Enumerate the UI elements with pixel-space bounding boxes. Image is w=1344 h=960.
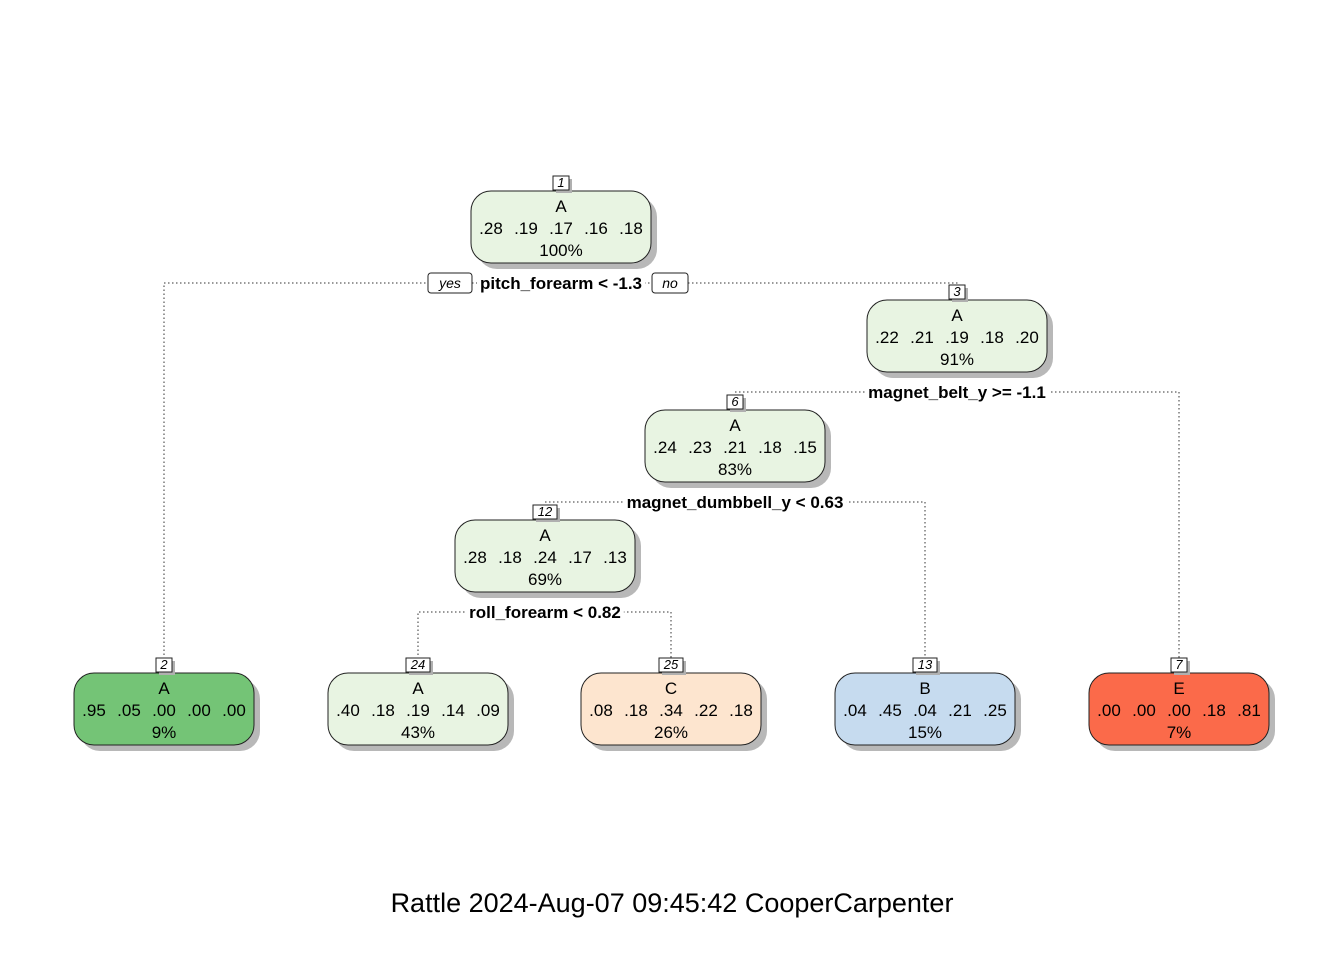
node-pct-2: 9% (152, 723, 177, 742)
node-prob-7-1: .00 (1132, 701, 1156, 720)
node-id-3: 3 (953, 284, 961, 299)
node-id-box-3 (948, 284, 966, 300)
node-id-12: 12 (538, 504, 553, 519)
node-prob-2-4: .00 (222, 701, 246, 720)
node-prob-25-3: .22 (694, 701, 718, 720)
node-class-2: A (158, 679, 170, 698)
node-prob-7-0: .00 (1097, 701, 1121, 720)
node-prob-3-1: .21 (910, 328, 934, 347)
node-prob-6-2: .21 (723, 438, 747, 457)
split-label-12: roll_forearm < 0.82 (469, 603, 621, 622)
no-box (651, 272, 689, 294)
node-class-7: E (1173, 679, 1184, 698)
node-prob-2-0: .95 (82, 701, 106, 720)
node-id-24: 24 (410, 657, 425, 672)
node-class-12: A (539, 526, 551, 545)
node-prob-12-1: .18 (498, 548, 522, 567)
node-prob-25-1: .18 (624, 701, 648, 720)
node-prob-24-0: .40 (336, 701, 360, 720)
split-label-3: magnet_belt_y >= -1.1 (868, 383, 1046, 402)
split-label-bg-12 (466, 603, 624, 622)
node-prob-7-2: .00 (1167, 701, 1191, 720)
node-prob-1-2: .17 (549, 219, 573, 238)
node-prob-3-3: .18 (980, 328, 1004, 347)
node-prob-6-1: .23 (688, 438, 712, 457)
node-prob-7-4: .81 (1237, 701, 1261, 720)
no-label: no (662, 275, 678, 291)
node-pct-13: 15% (908, 723, 942, 742)
node-class-1: A (555, 197, 567, 216)
node-prob-24-4: .09 (476, 701, 500, 720)
node-pct-3: 91% (940, 350, 974, 369)
split-label-6: magnet_dumbbell_y < 0.63 (627, 493, 844, 512)
node-pct-24: 43% (401, 723, 435, 742)
node-prob-7-3: .18 (1202, 701, 1226, 720)
node-id-box-6 (726, 394, 744, 410)
node-id-box-2 (155, 657, 173, 673)
node-id-13: 13 (918, 657, 933, 672)
node-prob-6-0: .24 (653, 438, 677, 457)
node-prob-13-1: .45 (878, 701, 902, 720)
node-prob-24-3: .14 (441, 701, 465, 720)
node-prob-24-2: .19 (406, 701, 430, 720)
node-pct-12: 69% (528, 570, 562, 589)
node-prob-1-4: .18 (619, 219, 643, 238)
node-prob-12-0: .28 (463, 548, 487, 567)
node-prob-1-3: .16 (584, 219, 608, 238)
node-pct-1: 100% (539, 241, 582, 260)
node-prob-3-0: .22 (875, 328, 899, 347)
node-id-box-1 (552, 175, 570, 191)
node-prob-6-4: .15 (793, 438, 817, 457)
node-class-24: A (412, 679, 424, 698)
node-id-25: 25 (663, 657, 679, 672)
node-prob-13-2: .04 (913, 701, 937, 720)
node-prob-13-3: .21 (948, 701, 972, 720)
node-prob-13-4: .25 (983, 701, 1007, 720)
node-prob-3-4: .20 (1015, 328, 1039, 347)
node-class-25: C (665, 679, 677, 698)
footer-caption: Rattle 2024-Aug-07 09:45:42 CooperCarpen… (390, 888, 954, 918)
node-id-box-24 (405, 657, 431, 673)
node-id-1: 1 (557, 175, 564, 190)
node-pct-25: 26% (654, 723, 688, 742)
node-prob-1-0: .28 (479, 219, 503, 238)
node-id-7: 7 (1175, 657, 1183, 672)
node-prob-3-2: .19 (945, 328, 969, 347)
node-prob-6-3: .18 (758, 438, 782, 457)
node-id-box-7 (1170, 657, 1188, 673)
yes-label: yes (438, 275, 461, 291)
node-prob-2-2: .00 (152, 701, 176, 720)
node-prob-12-3: .17 (568, 548, 592, 567)
yes-box (427, 272, 473, 294)
node-prob-25-4: .18 (729, 701, 753, 720)
node-pct-6: 83% (718, 460, 752, 479)
node-prob-13-0: .04 (843, 701, 867, 720)
node-id-box-12 (532, 504, 558, 520)
node-id-6: 6 (731, 394, 739, 409)
node-id-box-13 (912, 657, 938, 673)
node-prob-12-4: .13 (603, 548, 627, 567)
node-prob-2-3: .00 (187, 701, 211, 720)
node-class-13: B (919, 679, 930, 698)
node-prob-25-2: .34 (659, 701, 683, 720)
node-class-6: A (729, 416, 741, 435)
split-label-1: pitch_forearm < -1.3 (480, 274, 642, 293)
split-label-bg-3 (865, 383, 1049, 402)
node-prob-12-2: .24 (533, 548, 557, 567)
node-prob-25-0: .08 (589, 701, 613, 720)
node-prob-1-1: .19 (514, 219, 538, 238)
split-label-bg-1 (476, 274, 646, 293)
node-prob-24-1: .18 (371, 701, 395, 720)
node-id-2: 2 (159, 657, 168, 672)
node-pct-7: 7% (1167, 723, 1192, 742)
split-label-bg-6 (623, 493, 847, 512)
node-class-3: A (951, 306, 963, 325)
node-id-box-25 (658, 657, 684, 673)
node-prob-2-1: .05 (117, 701, 141, 720)
